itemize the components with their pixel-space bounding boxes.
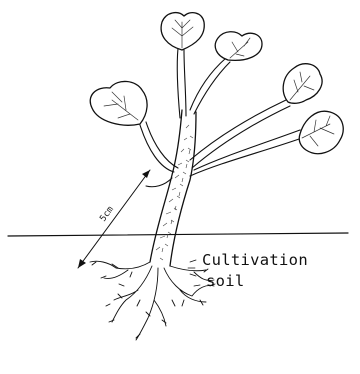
label-tick-marks xyxy=(188,260,200,286)
ground-line xyxy=(8,233,348,236)
roots xyxy=(90,261,215,340)
leaf xyxy=(215,32,262,61)
leaf xyxy=(161,13,204,50)
leaves xyxy=(90,13,343,154)
branches xyxy=(140,48,302,187)
leaf xyxy=(299,111,343,153)
leaf xyxy=(90,81,147,125)
dimension-arrow: 5cm xyxy=(78,170,150,268)
soil-label-line1: Cultivation xyxy=(202,251,308,269)
main-stem xyxy=(150,110,196,266)
dimension-label: 5cm xyxy=(98,205,116,224)
leaf xyxy=(283,64,322,104)
soil-label-line2: soil xyxy=(206,272,245,290)
